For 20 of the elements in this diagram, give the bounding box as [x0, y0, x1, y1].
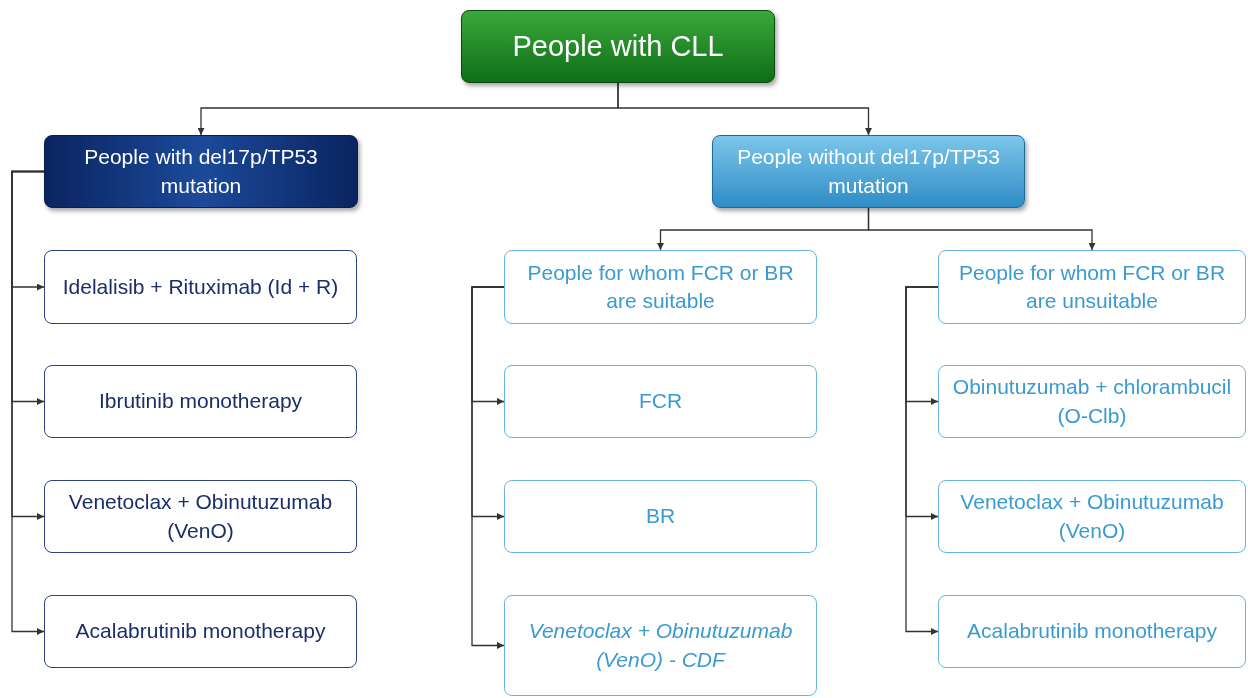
treatment-box: Obinutuzumab + chlorambucil (O-Clb) — [938, 365, 1246, 438]
treatment-box: FCR — [504, 365, 817, 438]
treatment-box: Venetoclax + Obinutuzumab (VenO) — [44, 480, 357, 553]
treatment-box: People for whom FCR or BR are unsuitable — [938, 250, 1246, 324]
group-header-box: People without del17p/TP53 mutation — [712, 135, 1025, 208]
treatment-box: Acalabrutinib monotherapy — [938, 595, 1246, 668]
arrow — [867, 207, 1096, 251]
group-header-box: People with del17p/TP53 mutation — [44, 135, 358, 208]
treatment-box: Acalabrutinib monotherapy — [44, 595, 357, 668]
treatment-box: Ibrutinib monotherapy — [44, 365, 357, 438]
root-box: People with CLL — [461, 10, 775, 83]
arrow — [11, 170, 45, 635]
arrow — [617, 82, 872, 136]
treatment-box: BR — [504, 480, 817, 553]
treatment-box: Venetoclax + Obinutuzumab (VenO) — [938, 480, 1246, 553]
arrow — [905, 286, 939, 635]
arrow — [471, 286, 505, 649]
treatment-box: Venetoclax + Obinutuzumab (VenO) - CDF — [504, 595, 817, 696]
treatment-box: People for whom FCR or BR are suitable — [504, 250, 817, 324]
treatment-box: Idelalisib + Rituximab (Id + R) — [44, 250, 357, 324]
